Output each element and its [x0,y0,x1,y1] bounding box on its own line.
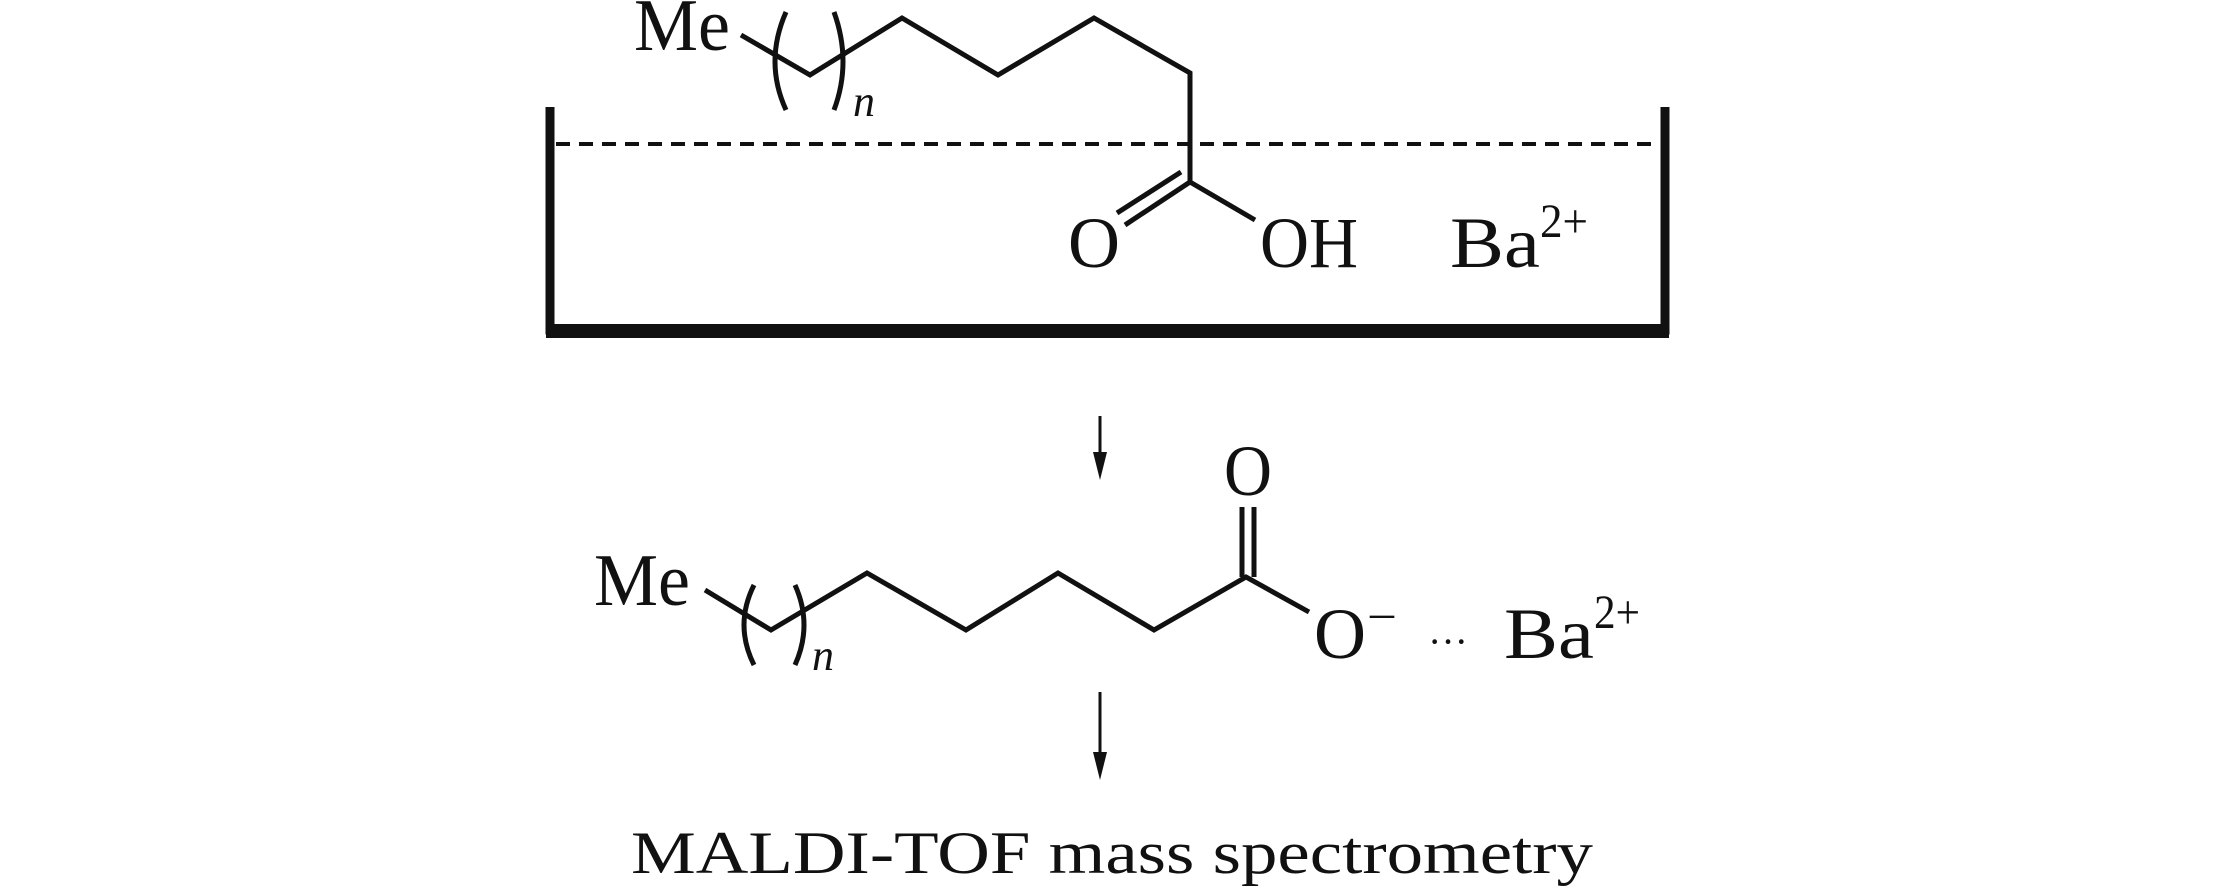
repeat-paren-left [741,583,757,667]
carboxylate-charge-label: – [1369,586,1395,639]
barium-charge-label: 2+ [1540,195,1588,248]
carbonyl-double-bond-2 [1115,169,1183,216]
barium-charge-label: 2+ [1594,586,1640,639]
caption-maldi-tof: MALDI-TOF mass spectrometry [631,820,1593,886]
methyl-label: Me [634,0,730,67]
hydroxyl-bond [1188,179,1257,223]
arrow-down-2 [1093,692,1107,780]
barium-ion-label: Ba [1450,203,1540,283]
alkyl-chain [739,15,1193,182]
trough-bottom [546,324,1669,338]
alkyl-chain [703,570,1311,633]
fatty-acid-molecule: Me n O OH Ba 2+ [634,0,1588,283]
repeat-paren-left [772,10,789,112]
repeat-paren-right [792,583,807,667]
repeat-paren-right [831,11,846,111]
carboxylate-barium-complex: Me n O O – ··· Ba 2+ [594,431,1640,680]
carbonyl-double-bond-1 [1123,179,1192,228]
carboxylate-oxygen-label: O [1314,594,1366,674]
arrow-down-1 [1093,416,1107,480]
hydroxyl-label: OH [1260,203,1358,283]
trough [545,107,1670,338]
carbonyl-oxygen-label: O [1224,431,1272,511]
methyl-label: Me [594,540,690,622]
repeat-n-label: n [812,631,834,680]
interaction-dots: ··· [1428,619,1468,664]
repeat-n-label: n [853,77,875,126]
barium-ion-label: Ba [1504,594,1594,674]
carbonyl-oxygen-label: O [1068,203,1120,283]
